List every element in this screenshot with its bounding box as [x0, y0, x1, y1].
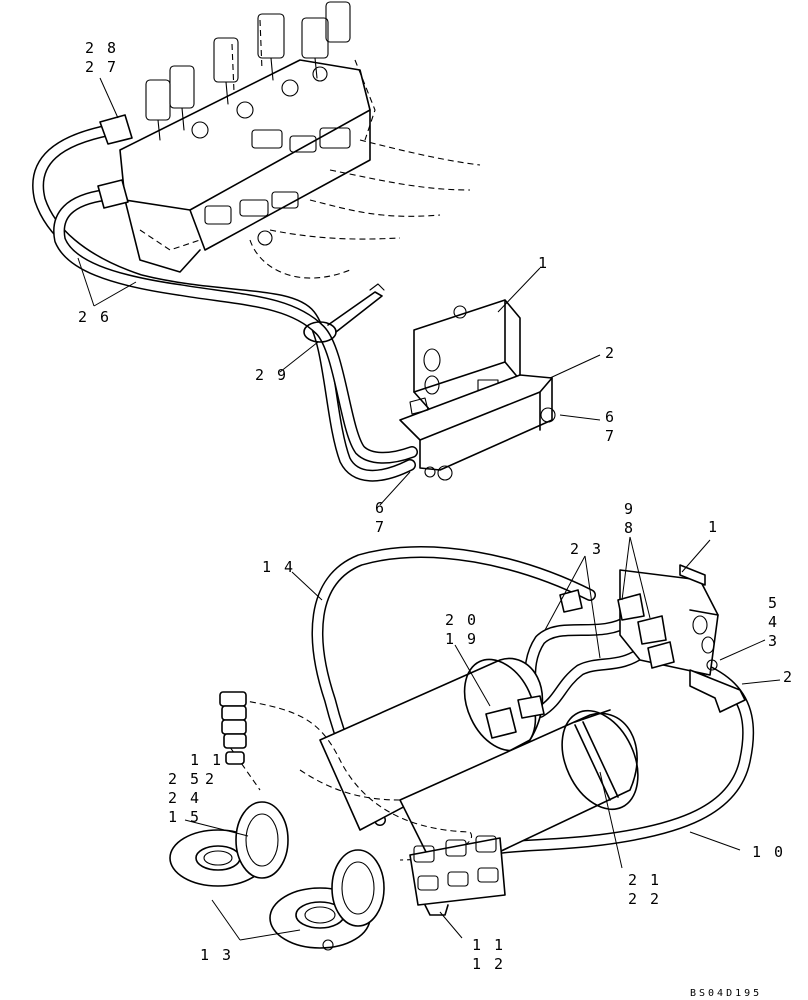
fitting-stack [219, 691, 247, 765]
label-7-right: 7 [605, 427, 616, 445]
label-11: 1 1 [472, 936, 505, 954]
hose-clamp [303, 283, 385, 343]
label-23: 2 3 [570, 540, 603, 558]
upper-hoses [32, 114, 418, 482]
label-1-upper: 1 [538, 254, 549, 272]
label-5: 5 [768, 594, 779, 612]
label-29: 2 9 [255, 366, 288, 384]
label-7-bottom: 7 [375, 518, 386, 536]
label-28: 2 8 [85, 39, 118, 57]
label-27: 2 7 [85, 58, 118, 76]
label-20: 2 0 [445, 611, 478, 629]
label-1-lower: 1 [708, 518, 719, 536]
leader-lines [77, 77, 781, 941]
label-25: 2 5 [168, 770, 201, 788]
label-26: 2 6 [78, 308, 111, 326]
label-1x: 1 1 [190, 751, 223, 769]
lower-hose-10 [494, 649, 755, 854]
label-24: 2 4 [168, 789, 201, 807]
label-19: 1 9 [445, 630, 478, 648]
label-13: 1 3 [200, 946, 233, 964]
label-14: 1 4 [262, 558, 295, 576]
label-3: 3 [768, 632, 779, 650]
label-21: 2 1 [628, 871, 661, 889]
drawing-code: BS04D195 [690, 988, 762, 999]
upper-valve-block [399, 299, 556, 481]
control-valve-bank [119, 1, 481, 279]
label-2-lower: 2 [783, 668, 794, 686]
label-22: 2 2 [628, 890, 661, 908]
label-10: 1 0 [752, 843, 785, 861]
lower-valve-block [485, 564, 746, 739]
hydraulic-cylinders [169, 657, 639, 951]
callout-labels: 2 8 2 7 2 6 2 9 1 2 6 7 6 7 1 4 2 3 9 8 … [78, 39, 794, 999]
label-8: 8 [624, 519, 635, 537]
label-9: 9 [624, 500, 635, 518]
label-4: 4 [768, 613, 779, 631]
label-6-right: 6 [605, 408, 616, 426]
label-6-bottom: 6 [375, 499, 386, 517]
label-15: 1 5 [168, 808, 201, 826]
label-2-upper: 2 [605, 344, 616, 362]
label-2x: 2 [205, 770, 216, 788]
fitting-manifold [409, 835, 506, 916]
label-12: 1 2 [472, 955, 505, 973]
